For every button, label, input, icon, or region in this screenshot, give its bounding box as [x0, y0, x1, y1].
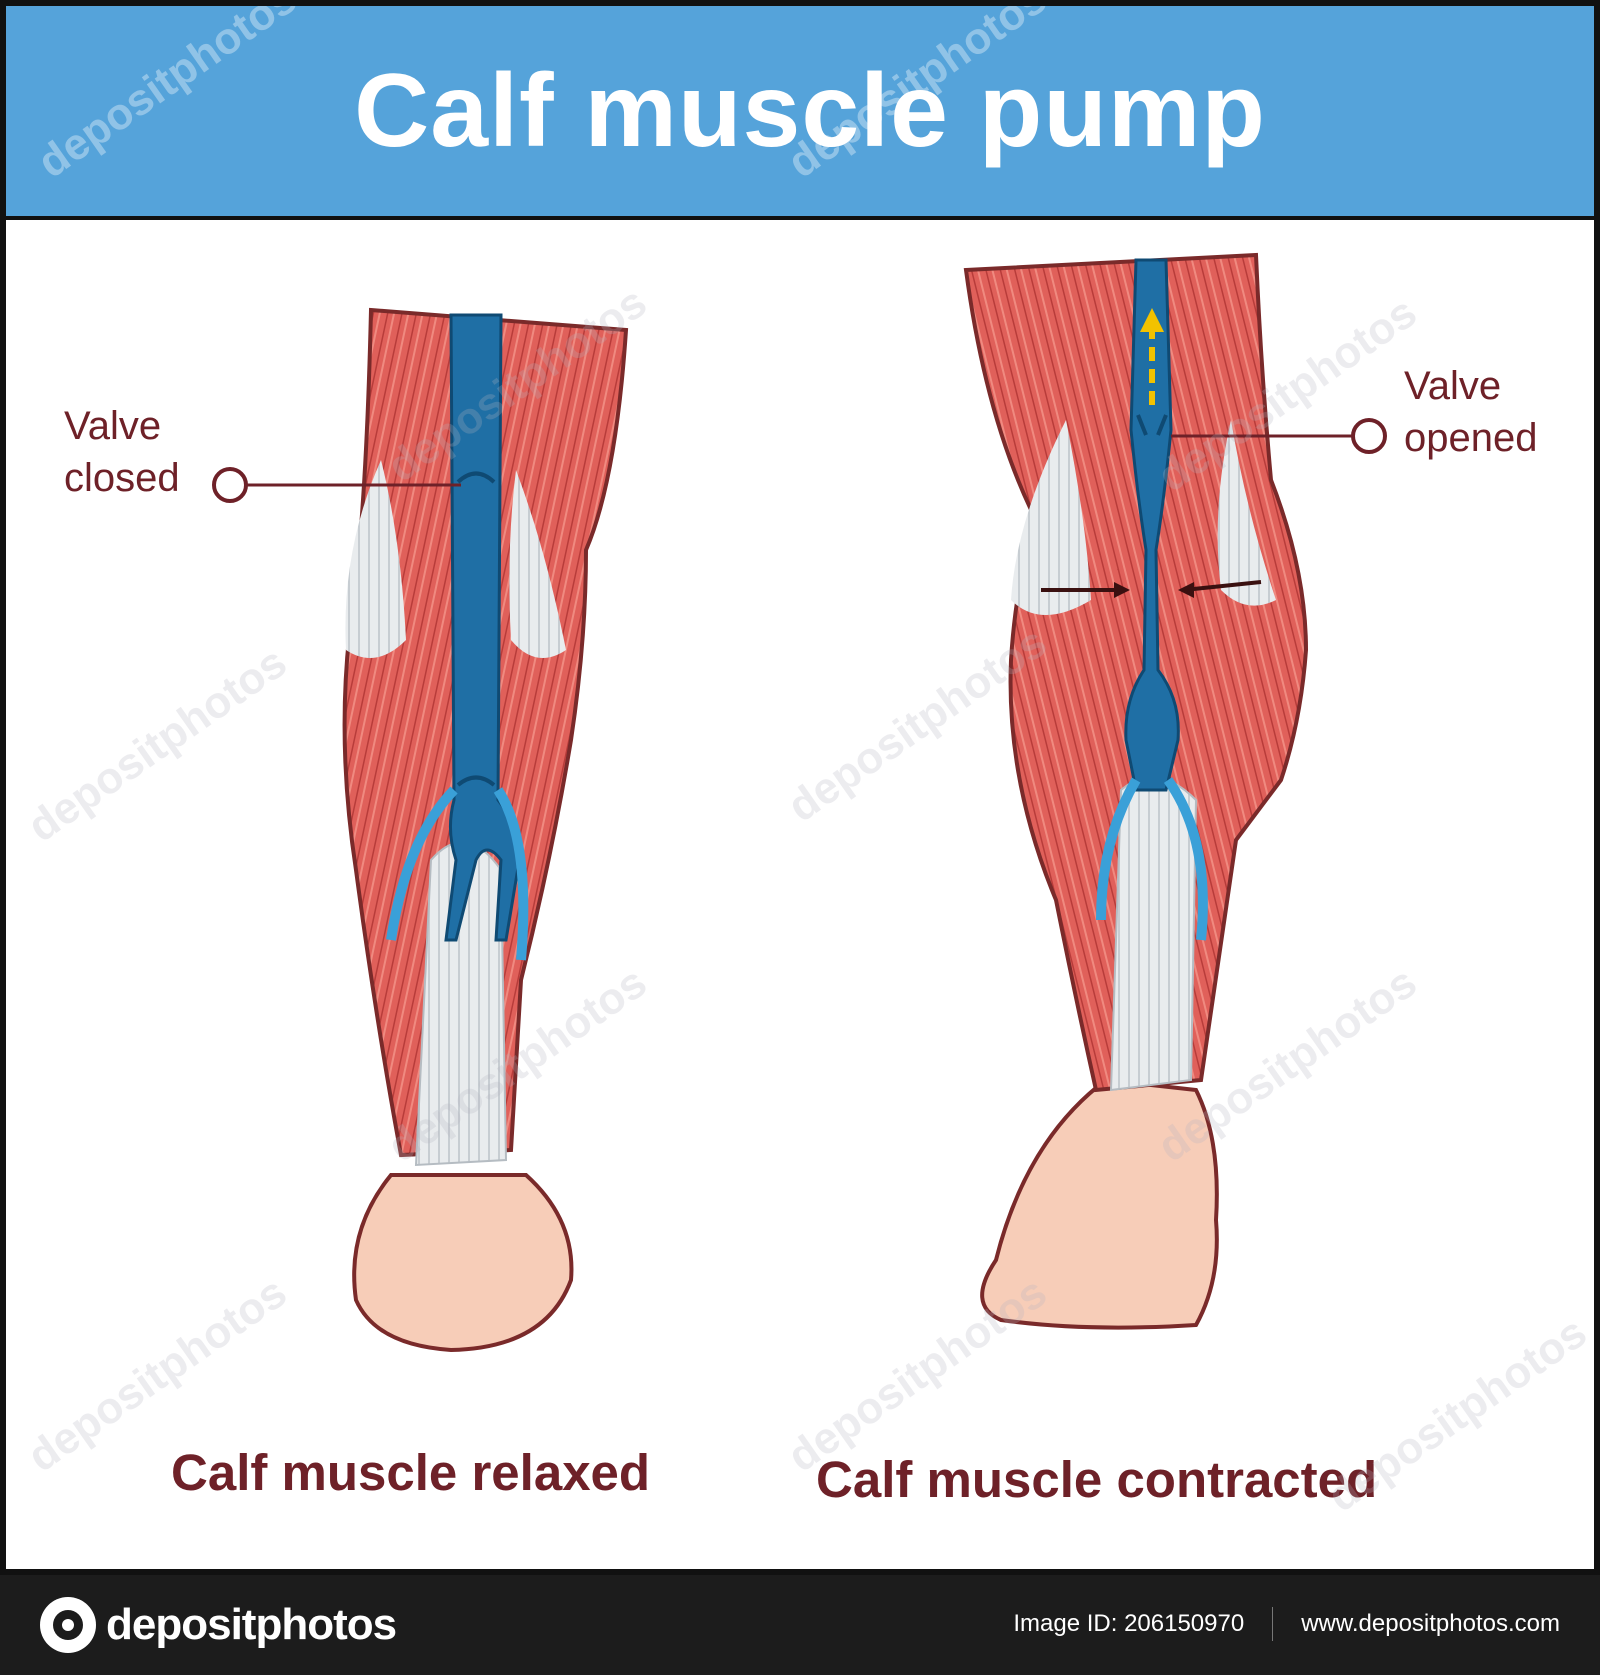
left-valve-lower [456, 775, 496, 787]
right-vein-branch [1096, 777, 1141, 921]
left-valve-closed [456, 471, 496, 484]
left-heel [352, 1173, 574, 1353]
right-heel [980, 1077, 1219, 1330]
footer-bar: depositphotos Image ID: 206150970 www.de… [0, 1575, 1600, 1675]
title-banner: Calf muscle pump depositphotos depositph… [6, 6, 1594, 220]
figure-frame: Calf muscle pump depositphotos depositph… [0, 0, 1600, 1575]
caption-relaxed: Calf muscle relaxed [171, 1444, 651, 1501]
flow-arrow-head [1140, 308, 1164, 332]
divider [1272, 1607, 1274, 1641]
left-vein-branch [493, 787, 529, 961]
left-tendon-medial [345, 460, 406, 658]
valve-closed-label: Valve closed [64, 400, 180, 504]
squeeze-arrow-right-head [1178, 582, 1194, 598]
valve-opened-line2: opened [1404, 416, 1538, 460]
squeeze-arrow-right-icon [1183, 580, 1262, 592]
calf-illustration [212, 252, 1387, 1353]
callout-leader-right [1171, 418, 1387, 454]
right-tendon-lateral [1217, 420, 1276, 606]
squeeze-arrow-left-head [1114, 582, 1130, 598]
brand-name: depositphotos [106, 1600, 397, 1649]
image-id: Image ID: 206150970 [1013, 1610, 1245, 1637]
caption-contracted: Calf muscle contracted [816, 1451, 1378, 1508]
right-valve-opened [1136, 414, 1168, 436]
right-tendon-medial [1011, 420, 1091, 615]
camera-logo-icon [40, 1597, 96, 1653]
left-vein-branch [386, 786, 458, 941]
right-vein-branch [1163, 777, 1208, 941]
valve-opened-label: Valve opened [1404, 360, 1537, 464]
callout-leader-left [212, 467, 461, 503]
left-tendon-lateral [509, 470, 566, 658]
site-link[interactable]: www.depositphotos.com [1301, 1610, 1560, 1637]
watermark: depositphotos [29, 0, 306, 188]
right-leg [963, 252, 1309, 1330]
image-meta: Image ID: 206150970 www.depositphotos.co… [1013, 1607, 1560, 1641]
valve-opened-line1: Valve [1404, 364, 1502, 408]
valve-closed-line2: closed [64, 456, 180, 500]
illustration-area: Valve closed Valve opened Calf muscle re… [6, 220, 1594, 1569]
brand-logo[interactable]: depositphotos [40, 1595, 397, 1655]
left-leg [342, 307, 629, 1353]
valve-closed-line1: Valve [64, 404, 162, 448]
right-vein [1124, 258, 1180, 792]
figure-title: Calf muscle pump [354, 52, 1266, 169]
right-achilles-tendon [1109, 776, 1198, 1092]
